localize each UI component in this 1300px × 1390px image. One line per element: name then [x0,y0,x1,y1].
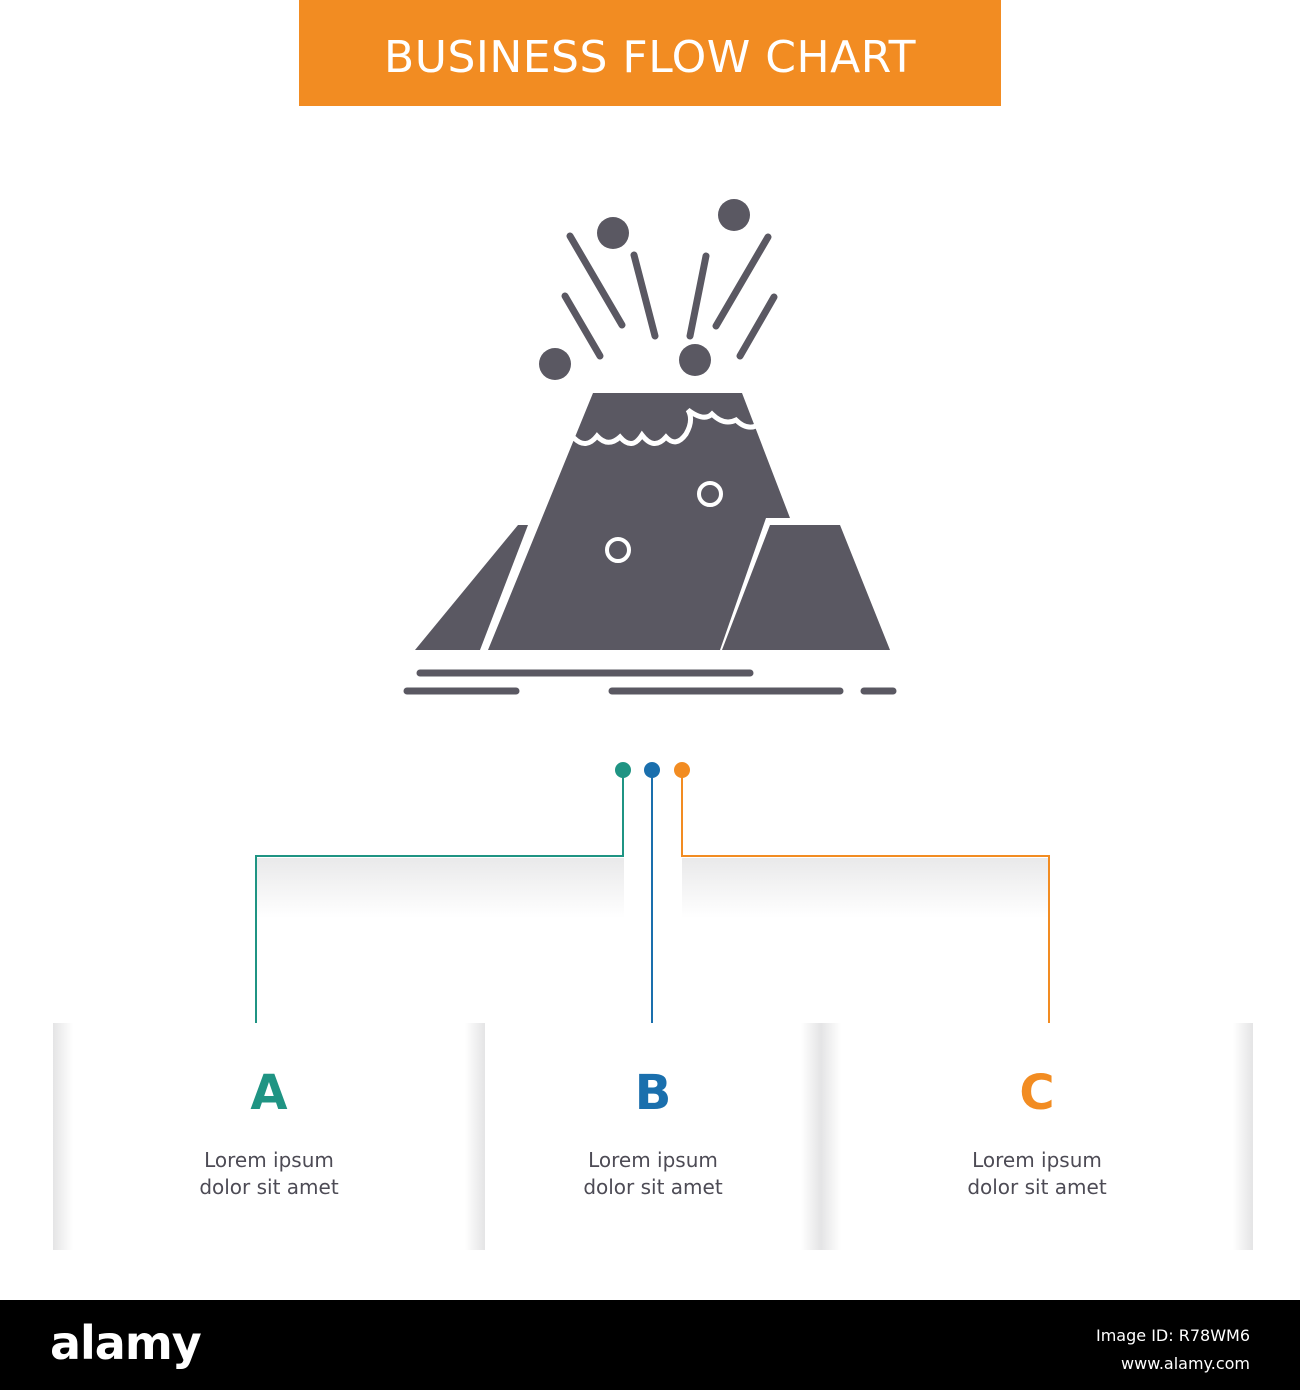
shadow-band-right [682,858,1050,918]
branch-letter-a: A [250,1065,288,1121]
branch-description-c: Lorem ipsum dolor sit amet [967,1148,1107,1199]
branch-description-b: Lorem ipsum dolor sit amet [583,1148,723,1199]
branch-box-c: C Lorem ipsum dolor sit amet [821,1023,1253,1250]
chart-title: BUSINESS FLOW CHART [384,31,916,83]
lava-rock-icon [718,199,750,231]
lava-rock-icon [597,217,629,249]
image-id: Image ID: R78WM6 [1096,1326,1250,1345]
lava-rock-icon [539,348,571,380]
image-id-block: Image ID: R78WM6 www.alamy.com [1096,1322,1250,1378]
node-dot-b [644,762,660,778]
volcano-eruption-icon [403,199,897,695]
alamy-logo: alamy [50,1316,202,1370]
connector-a [255,770,624,1036]
connector-c [681,770,1050,1036]
crater-icon [605,537,631,563]
lava-rock-icon [679,344,711,376]
branch-box-b: B Lorem ipsum dolor sit amet [485,1023,821,1250]
site-url: www.alamy.com [1121,1354,1250,1373]
branch-box-a: A Lorem ipsum dolor sit amet [53,1023,485,1250]
node-dot-c [674,762,690,778]
crater-icon [697,481,723,507]
branch-letter-c: C [1019,1065,1055,1121]
connector-lines [255,762,1050,1036]
title-banner: BUSINESS FLOW CHART [299,0,1001,106]
footer-bar: alamy Image ID: R78WM6 www.alamy.com [0,1300,1300,1390]
branch-letter-b: B [634,1065,672,1121]
node-dot-a [615,762,631,778]
branch-description-a: Lorem ipsum dolor sit amet [199,1148,339,1199]
shadow-band-left [256,858,624,918]
